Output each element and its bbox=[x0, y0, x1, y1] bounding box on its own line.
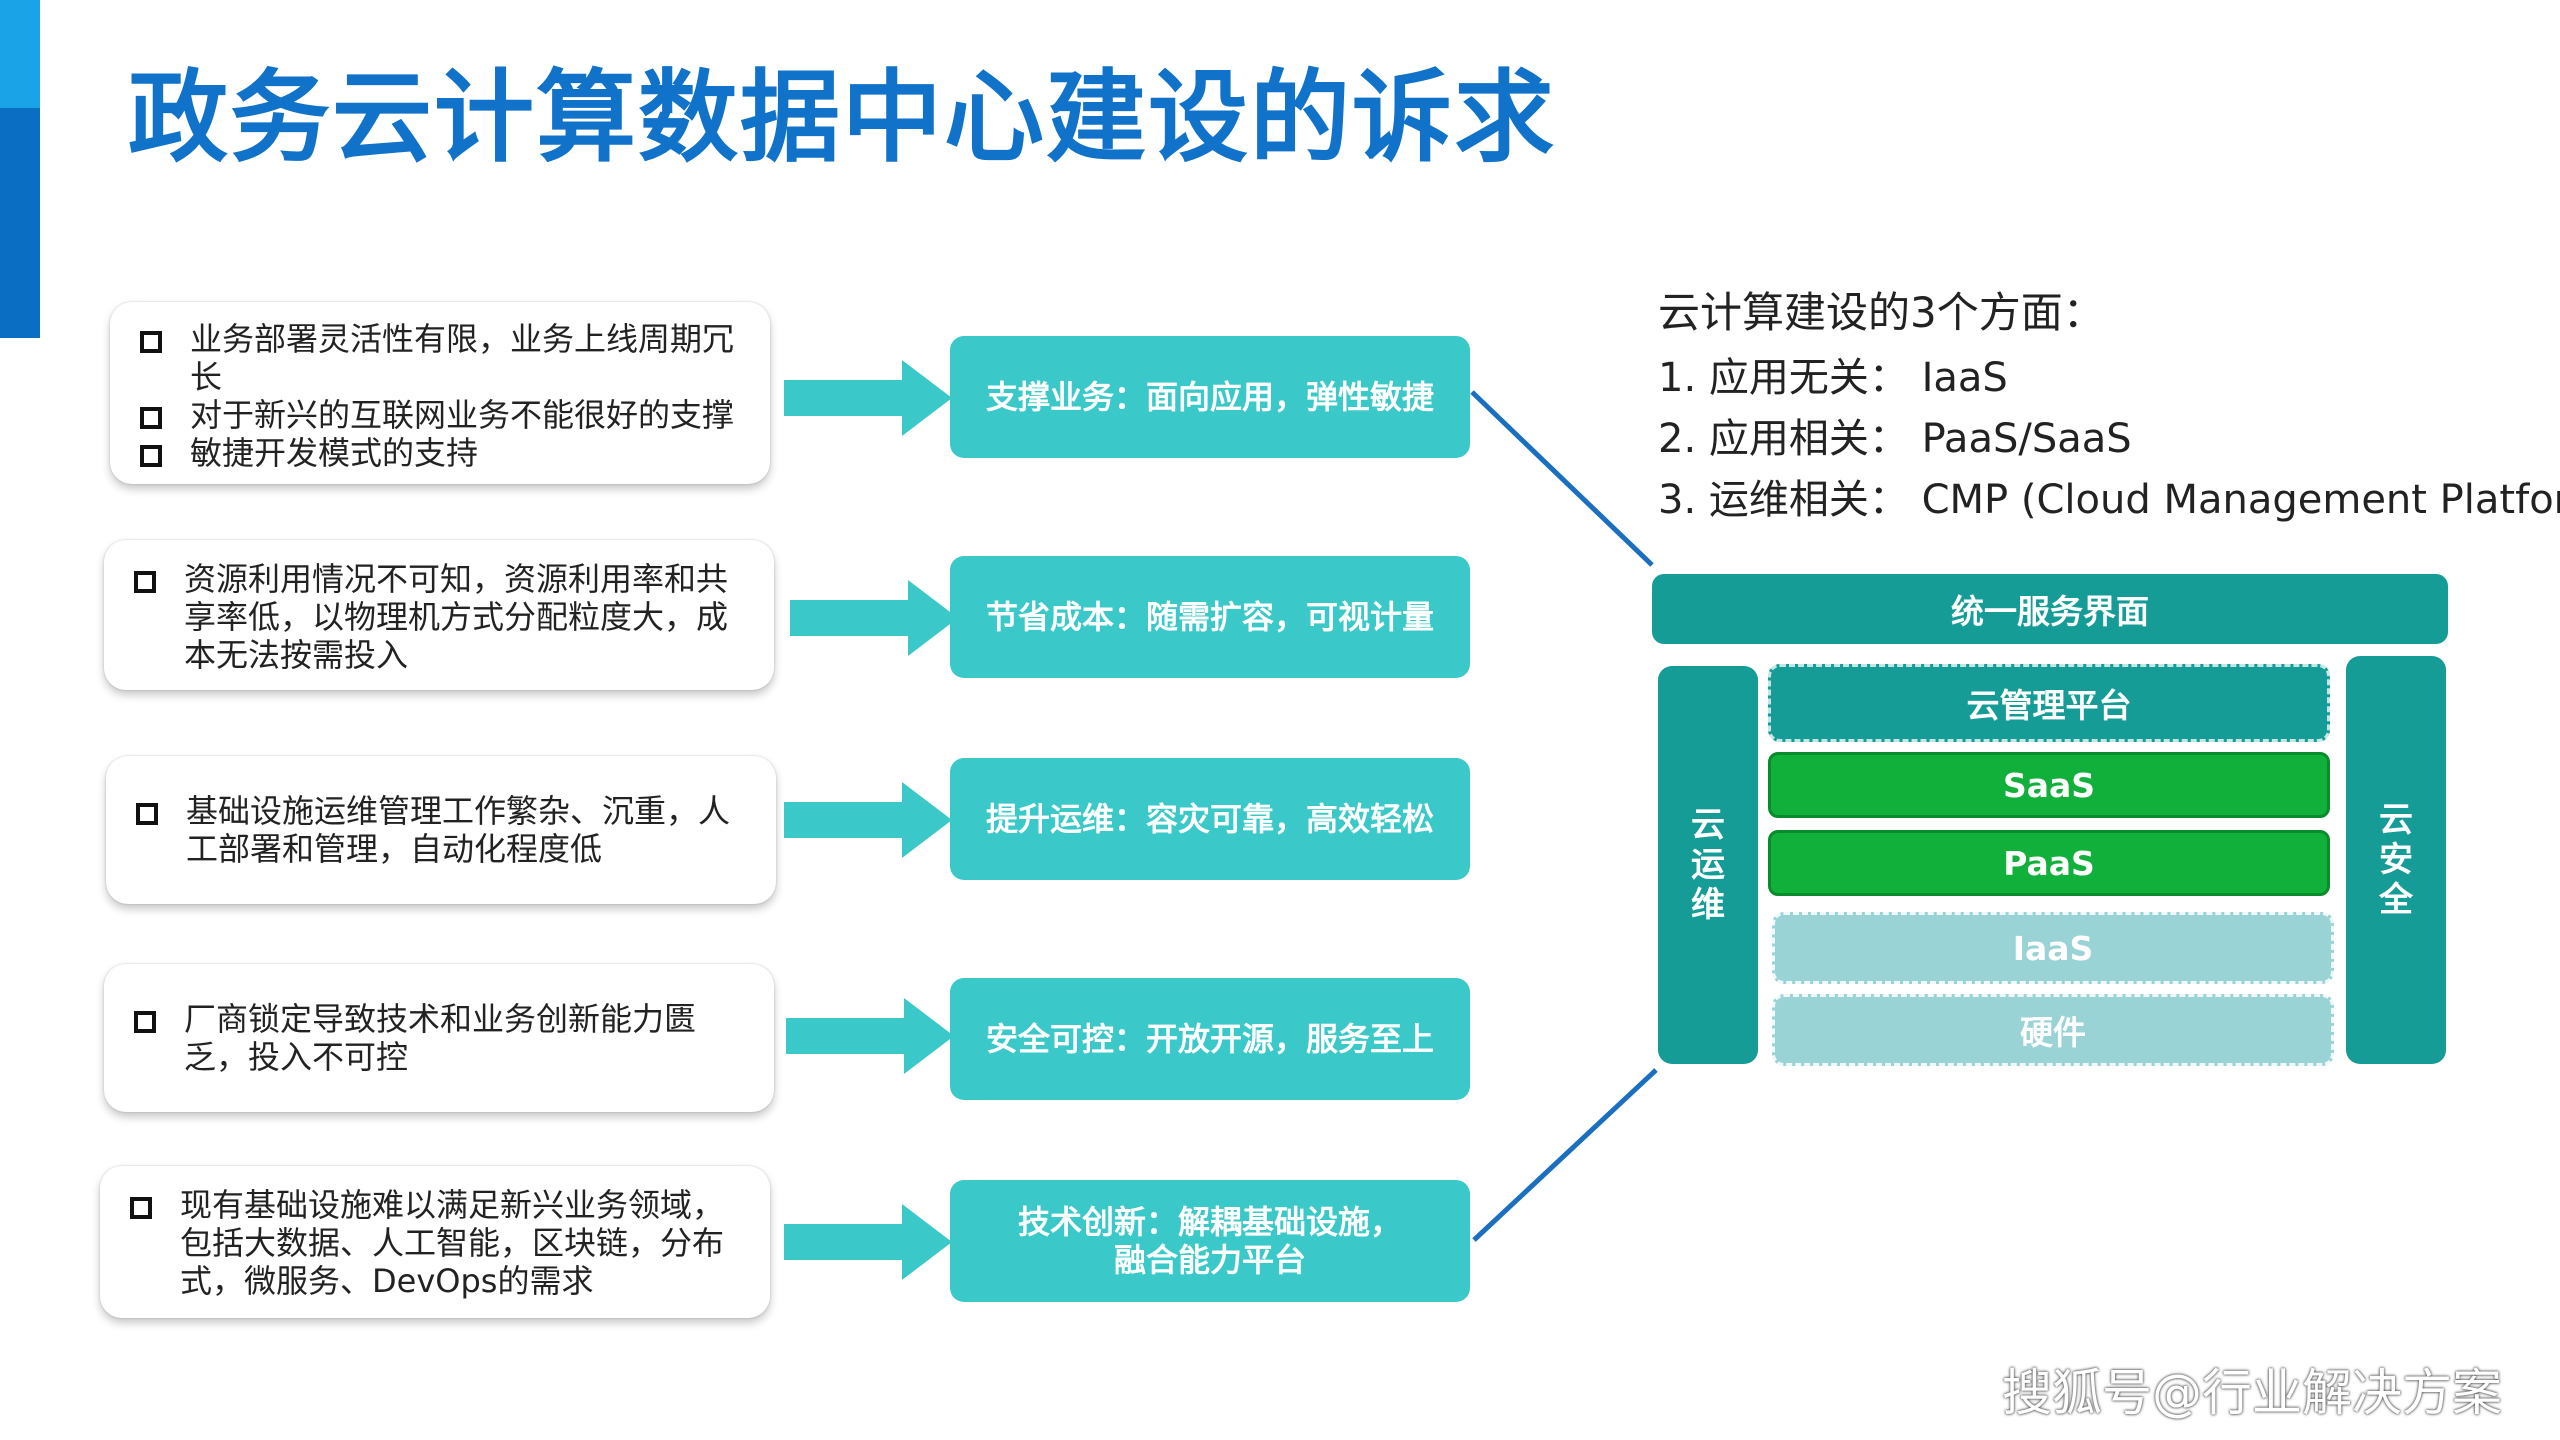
cloud-security-column: 云安全 bbox=[2346, 656, 2446, 1064]
square-bullet-icon bbox=[134, 1011, 156, 1033]
benefit-box: 支撑业务：面向应用，弹性敏捷 bbox=[950, 336, 1470, 458]
square-bullet-icon bbox=[140, 445, 162, 467]
problem-item: 现有基础设施难以满足新兴业务领域，包括大数据、人工智能，区块链，分布式，微服务、… bbox=[128, 1186, 746, 1300]
problem-box-2: 资源利用情况不可知，资源利用率和共享率低，以物理机方式分配粒度大，成本无法按需投… bbox=[104, 540, 774, 690]
aspects-block: 云计算建设的3个方面： 1. 应用无关： IaaS 2. 应用相关： PaaS/… bbox=[1658, 278, 2560, 531]
benefit-box: 安全可控：开放开源，服务至上 bbox=[950, 978, 1470, 1100]
problem-text: 对于新兴的互联网业务不能很好的支撑 bbox=[190, 396, 735, 434]
accent-bar-bottom bbox=[0, 108, 40, 338]
layer-saas: SaaS bbox=[1768, 752, 2330, 818]
problem-text: 资源利用情况不可知，资源利用率和共享率低，以物理机方式分配粒度大，成本无法按需投… bbox=[184, 560, 729, 674]
layer-hardware: 硬件 bbox=[1772, 994, 2334, 1066]
problem-box-4: 厂商锁定导致技术和业务创新能力匮乏，投入不可控 bbox=[104, 964, 774, 1112]
right-arrow-icon bbox=[790, 580, 958, 656]
layer-paas: PaaS bbox=[1768, 830, 2330, 896]
square-bullet-icon bbox=[130, 1197, 152, 1219]
aspect-value: IaaS bbox=[1921, 355, 2008, 401]
aspect-label: 3. 运维相关： bbox=[1658, 477, 1909, 523]
problem-text: 现有基础设施难以满足新兴业务领域，包括大数据、人工智能，区块链，分布式，微服务、… bbox=[180, 1186, 725, 1300]
problem-item: 对于新兴的互联网业务不能很好的支撑 bbox=[138, 396, 746, 434]
connector-line-bottom bbox=[1472, 1068, 1658, 1242]
square-bullet-icon bbox=[140, 331, 162, 353]
problem-text: 厂商锁定导致技术和业务创新能力匮乏，投入不可控 bbox=[184, 1000, 697, 1076]
cloud-ops-column: 云运维 bbox=[1658, 666, 1758, 1064]
problem-item: 业务部署灵活性有限，业务上线周期冗长 bbox=[138, 320, 746, 396]
benefit-box: 技术创新：解耦基础设施， 融合能力平台 bbox=[950, 1180, 1470, 1302]
problem-item: 基础设施运维管理工作繁杂、沉重，人工部署和管理，自动化程度低 bbox=[134, 792, 752, 868]
page-title: 政务云计算数据中心建设的诉求 bbox=[128, 59, 1556, 176]
cloud-ops-label: 云运维 bbox=[1691, 805, 1725, 925]
benefit-box: 提升运维：容灾可靠，高效轻松 bbox=[950, 758, 1470, 880]
square-bullet-icon bbox=[140, 407, 162, 429]
problem-text: 基础设施运维管理工作繁杂、沉重，人工部署和管理，自动化程度低 bbox=[186, 792, 731, 868]
cloud-security-label: 云安全 bbox=[2379, 800, 2413, 920]
problem-item: 厂商锁定导致技术和业务创新能力匮乏，投入不可控 bbox=[132, 1000, 750, 1076]
unified-service-interface-bar: 统一服务界面 bbox=[1652, 574, 2448, 644]
problem-item: 敏捷开发模式的支持 bbox=[138, 434, 746, 472]
right-arrow-icon bbox=[784, 782, 952, 858]
aspect-row: 2. 应用相关： PaaS/SaaS bbox=[1658, 409, 2560, 470]
square-bullet-icon bbox=[136, 803, 158, 825]
problem-box-3: 基础设施运维管理工作繁杂、沉重，人工部署和管理，自动化程度低 bbox=[106, 756, 776, 904]
accent-bar-top bbox=[0, 0, 40, 108]
aspect-value: PaaS/SaaS bbox=[1921, 416, 2132, 462]
aspect-label: 2. 应用相关： bbox=[1658, 416, 1909, 462]
square-bullet-icon bbox=[134, 571, 156, 593]
problem-item: 资源利用情况不可知，资源利用率和共享率低，以物理机方式分配粒度大，成本无法按需投… bbox=[132, 560, 750, 674]
right-arrow-icon bbox=[786, 998, 954, 1074]
problem-text: 敏捷开发模式的支持 bbox=[190, 434, 479, 472]
aspects-title: 云计算建设的3个方面： bbox=[1658, 288, 2105, 337]
aspect-label: 1. 应用无关： bbox=[1658, 355, 1909, 401]
aspect-row: 1. 应用无关： IaaS bbox=[1658, 348, 2560, 409]
aspect-row: 3. 运维相关： CMP (Cloud Management Platform) bbox=[1658, 470, 2560, 531]
aspect-value: CMP (Cloud Management Platform) bbox=[1921, 477, 2560, 523]
benefit-box: 节省成本：随需扩容，可视计量 bbox=[950, 556, 1470, 678]
watermark: 搜狐号@行业解决方案 bbox=[2002, 1364, 2502, 1422]
right-arrow-icon bbox=[784, 360, 952, 436]
problem-text: 业务部署灵活性有限，业务上线周期冗长 bbox=[190, 320, 735, 396]
problem-box-1: 业务部署灵活性有限，业务上线周期冗长 对于新兴的互联网业务不能很好的支撑 敏捷开… bbox=[110, 302, 770, 484]
layer-iaas: IaaS bbox=[1772, 912, 2334, 984]
connector-line-top bbox=[1470, 390, 1654, 567]
right-arrow-icon bbox=[784, 1204, 952, 1280]
layer-cloud-management-platform: 云管理平台 bbox=[1768, 664, 2330, 742]
problem-box-5: 现有基础设施难以满足新兴业务领域，包括大数据、人工智能，区块链，分布式，微服务、… bbox=[100, 1166, 770, 1318]
